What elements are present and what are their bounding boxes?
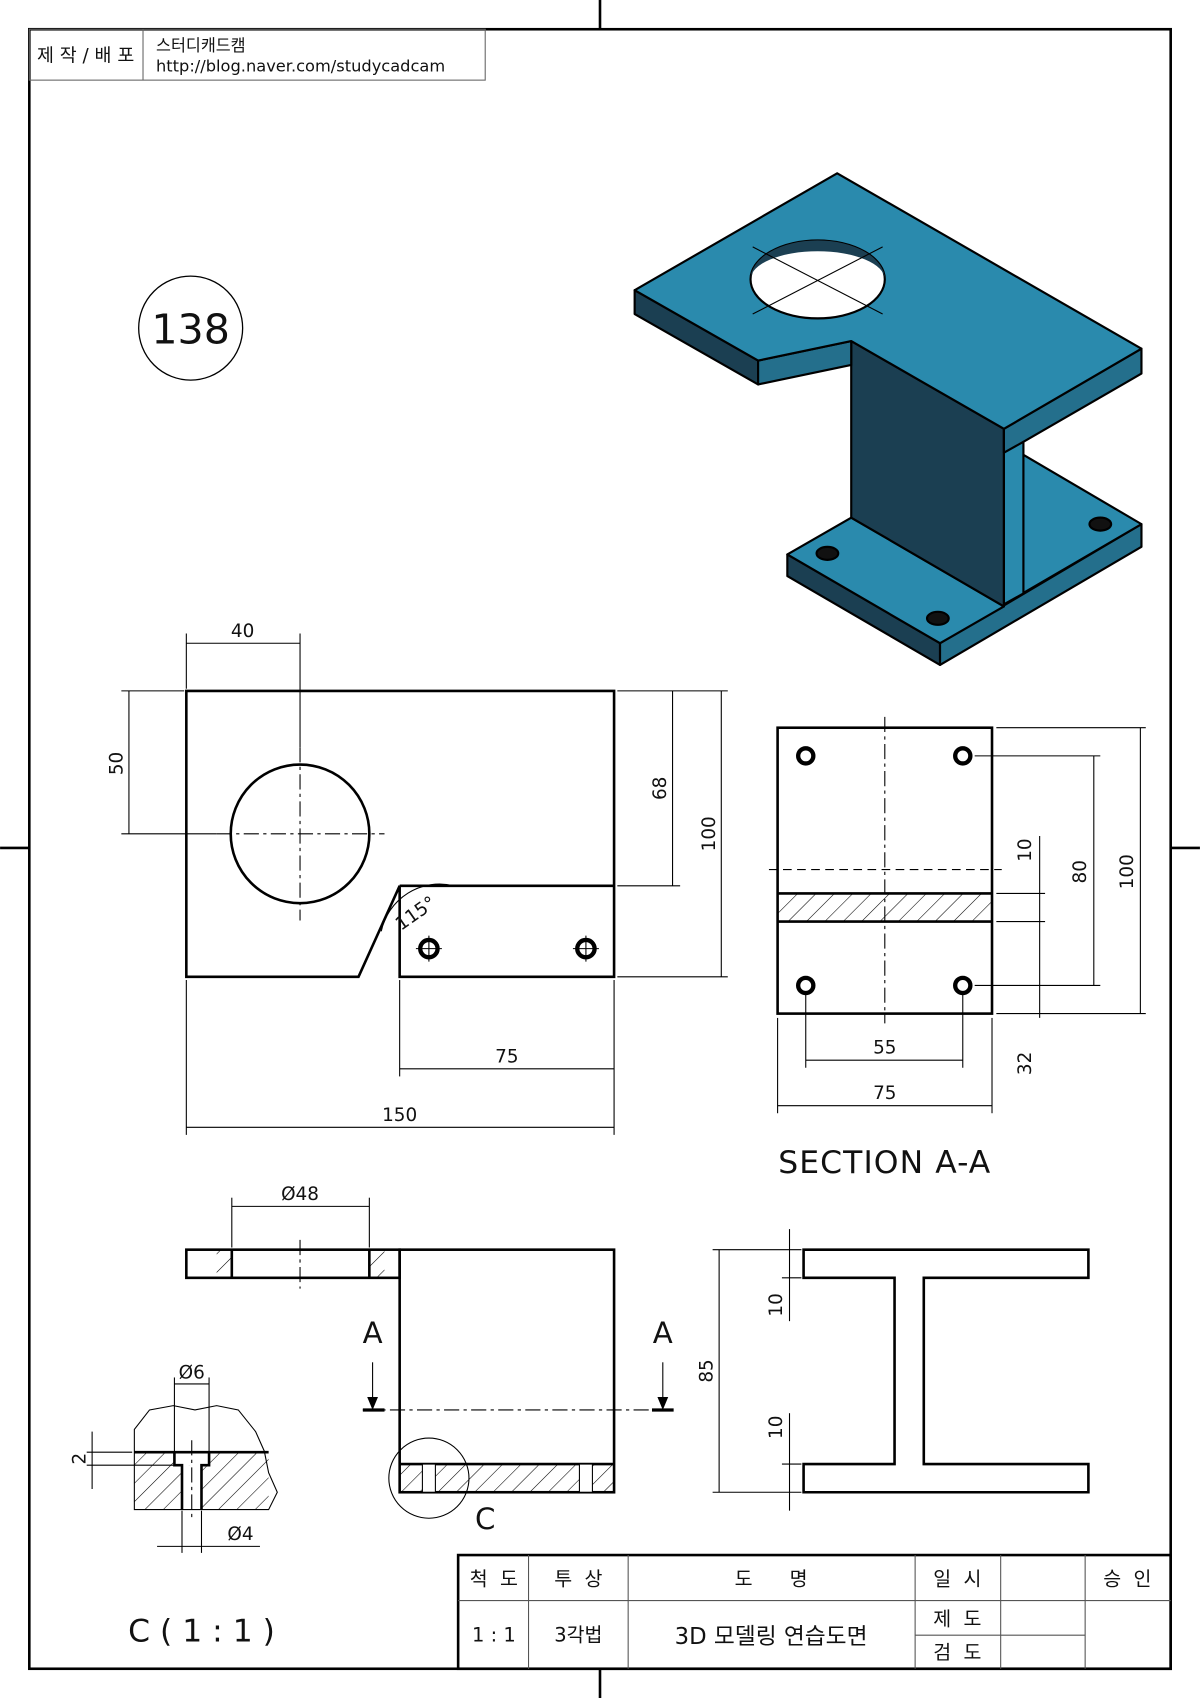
- section-title: SECTION A-A: [778, 1145, 991, 1181]
- dim-75: 75: [873, 1083, 896, 1104]
- author-url[interactable]: http://blog.naver.com/studycadcam: [156, 56, 445, 75]
- dim-10-top: 10: [766, 1293, 787, 1316]
- detail-view: Ø6 2 Ø4 C ( 1 : 1 ): [70, 1363, 278, 1650]
- dim-dia4: Ø4: [227, 1524, 253, 1545]
- dim-150: 150: [382, 1105, 417, 1126]
- dim-68: 68: [650, 777, 671, 800]
- approve-label: 승 인: [1103, 1567, 1151, 1590]
- checked-label: 검 도: [933, 1641, 981, 1664]
- top-view: Ø48 A A C: [185, 1184, 674, 1536]
- dim-75: 75: [495, 1046, 518, 1067]
- drawing-number: 138: [151, 305, 230, 353]
- author-name: 스터디캐드캠: [156, 36, 246, 55]
- projection-label: 투 상: [554, 1567, 602, 1590]
- scale-value: 1 : 1: [472, 1624, 516, 1647]
- dim-50: 50: [106, 752, 127, 775]
- date-label: 일 시: [933, 1567, 981, 1590]
- dim-85: 85: [697, 1359, 718, 1382]
- dim-40: 40: [231, 621, 254, 642]
- drawing-name: 3D 모델링 연습도면: [675, 1624, 868, 1650]
- scale-label: 척 도: [470, 1567, 518, 1590]
- dim-100: 100: [699, 816, 720, 851]
- dim-dia6: Ø6: [179, 1363, 205, 1384]
- cut-label-right: A: [653, 1316, 673, 1350]
- section-view: 10 80 100 32 55 75 SECTION A-A: [768, 716, 1146, 1181]
- dim-dia48: Ø48: [281, 1184, 319, 1205]
- name-label: 도 명: [735, 1567, 808, 1590]
- projection-value: 3각법: [554, 1624, 602, 1647]
- dim-2: 2: [70, 1453, 91, 1465]
- dim-10-bottom: 10: [766, 1416, 787, 1439]
- author-label: 제 작 / 배 포: [37, 46, 134, 67]
- title-block: 척 도 투 상 도 명 일 시 승 인 1 : 1 3각법 3D 모델링 연습도…: [456, 1553, 1172, 1671]
- hole-marks: [415, 935, 599, 962]
- drawn-label: 제 도: [933, 1607, 981, 1630]
- drawing-number-badge: 138: [138, 275, 244, 381]
- dim-32: 32: [1015, 1052, 1036, 1075]
- isometric-model: [633, 172, 1143, 666]
- front-dimensions: [121, 633, 728, 1135]
- dim-10: 10: [1015, 838, 1036, 861]
- author-box: 제 작 / 배 포 스터디캐드캠 http://blog.naver.com/s…: [28, 28, 486, 81]
- front-view: 40 50 68 100 75 150 115°: [106, 621, 728, 1135]
- detail-label: C: [475, 1502, 495, 1536]
- dim-55: 55: [873, 1038, 896, 1059]
- cut-label-left: A: [363, 1316, 383, 1350]
- dim-100: 100: [1117, 854, 1138, 889]
- side-view: 85 10 10: [697, 1229, 1090, 1511]
- detail-title: C ( 1 : 1 ): [128, 1614, 275, 1650]
- dim-80: 80: [1070, 860, 1091, 883]
